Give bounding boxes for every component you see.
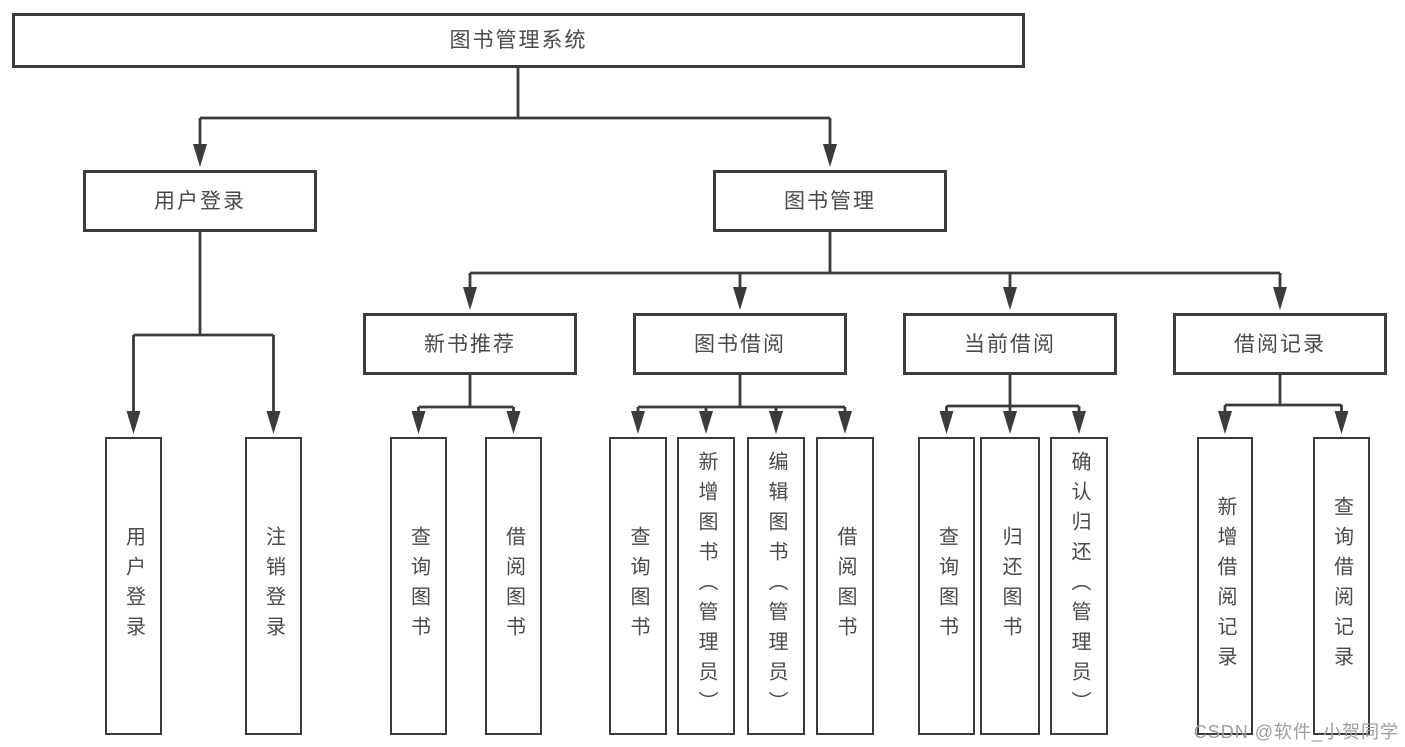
- node-new-book-recommend-label: 新书推荐: [424, 332, 516, 356]
- node-book-management-label: 图书管理: [784, 189, 876, 213]
- connector-records-to-leaves: [1223, 375, 1343, 414]
- leaf-edit-books-admin: 编辑图书（管理员）: [747, 437, 805, 735]
- arrowhead-icon: [193, 144, 207, 167]
- leaf-add-borrow-record: 新增借阅记录: [1197, 437, 1253, 735]
- connector-user-login-to-leaves: [132, 232, 275, 414]
- arrowhead-icon: [1334, 411, 1349, 434]
- node-root: 图书管理系统: [12, 13, 1025, 68]
- leaf-user-login: 用户登录: [105, 437, 162, 735]
- leaf-logout: 注销登录: [245, 437, 302, 735]
- arrowhead-icon: [506, 411, 521, 434]
- arrowhead-icon: [1072, 411, 1086, 434]
- arrowhead-icon: [823, 144, 837, 167]
- node-borrow-records-label: 借阅记录: [1234, 332, 1326, 356]
- connector-current-borrow-to-leaves: [945, 375, 1081, 414]
- arrowhead-icon: [631, 411, 645, 434]
- leaf-confirm-return-admin: 确认归还（管理员）: [1050, 437, 1108, 735]
- leaf-query-borrow-record: 查询借阅记录: [1313, 437, 1370, 735]
- connector-book-mgmt-to-level3: [468, 232, 1282, 290]
- leaf-add-books-admin: 新增图书（管理员）: [677, 437, 735, 735]
- node-current-borrow-label: 当前借阅: [964, 332, 1056, 356]
- arrowhead-icon: [769, 411, 783, 434]
- connector-book-borrow-to-leaves: [636, 375, 847, 414]
- watermark: CSDN @软件_小贺同学: [1193, 722, 1399, 742]
- connector-root-to-level2: [198, 68, 832, 147]
- node-user-login: 用户登录: [83, 170, 317, 232]
- node-root-label: 图书管理系统: [449, 29, 588, 52]
- arrowhead-icon: [1003, 411, 1017, 434]
- arrowheads: [126, 144, 1349, 434]
- node-book-borrow-label: 图书借阅: [694, 332, 786, 356]
- node-user-login-label: 用户登录: [154, 189, 246, 213]
- leaf-query-books-current-label: 查询图书: [935, 526, 958, 646]
- leaf-query-borrow-record-label: 查询借阅记录: [1330, 496, 1353, 676]
- leaf-user-login-label: 用户登录: [122, 526, 145, 646]
- leaf-borrow-books: 借阅图书: [816, 437, 874, 735]
- leaf-query-books-borrow: 查询图书: [609, 437, 667, 735]
- node-book-management: 图书管理: [713, 170, 947, 232]
- arrowhead-icon: [733, 287, 747, 310]
- leaf-query-books-recommend: 查询图书: [390, 437, 447, 735]
- leaf-borrow-books-label: 借阅图书: [834, 526, 856, 646]
- leaf-query-books-recommend-label: 查询图书: [407, 526, 430, 646]
- leaf-add-books-admin-label: 新增图书（管理员）: [695, 451, 717, 721]
- arrowhead-icon: [1273, 287, 1287, 310]
- node-borrow-records: 借阅记录: [1173, 313, 1387, 375]
- leaf-logout-label: 注销登录: [262, 526, 285, 646]
- arrowhead-icon: [939, 411, 954, 434]
- node-current-borrow: 当前借阅: [903, 313, 1117, 375]
- arrowhead-icon: [699, 411, 713, 434]
- arrowhead-icon: [266, 411, 281, 434]
- leaf-confirm-return-admin-label: 确认归还（管理员）: [1068, 451, 1090, 721]
- leaf-query-books-current: 查询图书: [918, 437, 975, 735]
- leaf-edit-books-admin-label: 编辑图书（管理员）: [765, 451, 787, 721]
- arrowhead-icon: [838, 411, 852, 434]
- arrowhead-icon: [411, 411, 426, 434]
- node-book-borrow: 图书借阅: [633, 313, 847, 375]
- connector-new-rec-to-leaves: [417, 375, 515, 414]
- arrowhead-icon: [1218, 411, 1232, 434]
- leaf-query-books-borrow-label: 查询图书: [627, 526, 649, 646]
- leaf-return-books: 归还图书: [980, 437, 1040, 735]
- leaf-borrow-books-recommend-label: 借阅图书: [502, 526, 525, 646]
- arrowhead-icon: [126, 411, 141, 434]
- leaf-return-books-label: 归还图书: [999, 526, 1021, 646]
- leaf-borrow-books-recommend: 借阅图书: [485, 437, 542, 735]
- leaf-add-borrow-record-label: 新增借阅记录: [1214, 496, 1236, 676]
- arrowhead-icon: [463, 287, 477, 310]
- node-new-book-recommend: 新书推荐: [363, 313, 577, 375]
- arrowhead-icon: [1003, 287, 1017, 310]
